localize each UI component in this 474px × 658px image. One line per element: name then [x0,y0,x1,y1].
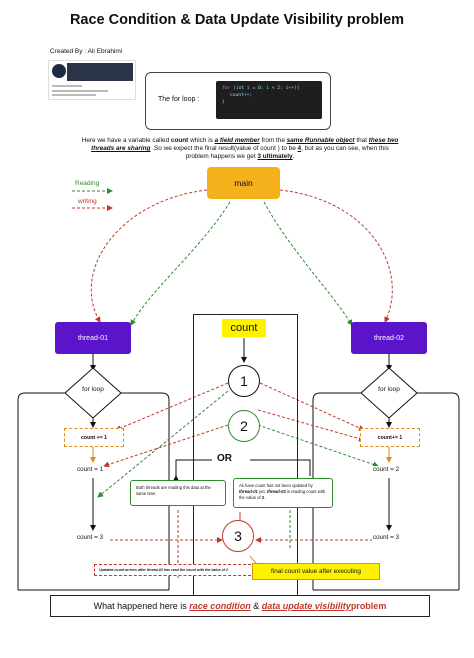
note-text: is reading count with the value of [239,489,326,500]
description-count: count [170,137,189,144]
description-text: that [354,137,369,144]
count-value-3-left: count = 3 [76,534,105,541]
description-text: from the [259,137,287,144]
read-to-thread1-arrow [97,390,229,498]
description-text: . [292,153,295,161]
main-thread-box: main [207,167,280,199]
note-text: As have count has not been updated by [239,483,313,488]
loop1-left-rail [17,392,65,590]
count-increment-2: count+= 1 [360,428,420,447]
thread2-read-arrow [263,201,353,326]
for-loop-2-label: for loop [378,386,400,393]
note-not-updated: As have count has not been updated by th… [233,478,333,508]
step-3-circle: 3 [222,520,254,552]
main-to-thread2-arrow [279,189,393,323]
note-text: . [264,495,266,500]
note-both-reading: Both threads are reading this data at th… [130,480,226,506]
conclusion-race-condition: race condition [189,601,251,611]
code-keyword: for [222,86,231,91]
conclusion-text: & [250,601,262,611]
description-sharing: these two threads are sharing [91,137,399,153]
conclusion-banner: What happened here is race condition & d… [50,595,430,617]
thread-02-box: thread-02 [351,322,427,354]
c2-read-arrow [257,424,379,468]
updated-count-note: Updated count arrives after thread-02 ha… [94,564,256,576]
description-text: which is [188,137,215,144]
decision-diamond-1 [64,367,122,419]
description-text: Here we have a variable called [81,137,171,144]
conclusion-text: problem [350,601,387,611]
author-credit: Created By : Ali Ebrahimi [50,48,123,55]
profile-banner [67,63,133,81]
count-variable-label: count [222,319,266,337]
profile-line [52,94,96,96]
code-line: } [222,100,225,105]
count-increment-1: count += 1 [64,428,124,447]
author-profile-thumbnail [48,60,136,100]
profile-line [52,90,108,92]
c2-write-arrow [257,409,365,442]
description-four: 4 [297,145,302,153]
c2-to-thread1-arrow [103,424,229,468]
description-field-member: a field member [214,137,260,144]
description-text: .So we expect the final result(value of … [150,145,298,153]
code-snippet: for (int i = 0; i < 2; i++){ count++; } [216,81,322,119]
count-value-3-right: count = 3 [372,534,401,541]
legend-reading: Reading [75,180,100,187]
main-to-thread1-arrow [90,189,208,323]
loop2-right-rail [417,392,460,590]
description-runnable: same Runnable object [286,137,355,144]
conclusion-visibility: data update visibility [261,601,351,611]
code-line: (int i = 0; i < 2; i++){ [233,86,300,91]
conclusion-text: What happened here is [93,601,187,611]
diagram-title: Race Condition & Data Update Visibility … [69,12,405,28]
step-1-circle: 1 [228,365,260,397]
step-2-circle: 2 [228,410,260,442]
note-thread1: thread-01 [239,489,258,494]
or-label: OR [214,453,235,464]
for-loop-box: The for loop : for (int i = 0; i < 2; i+… [145,72,331,130]
code-line: count++; [230,93,253,98]
loop1-right-rail [121,392,170,590]
note-value: 2 [261,495,265,500]
decision-diamond-2 [360,367,418,419]
description-three: 3 ultimately [257,153,293,161]
avatar [52,64,66,78]
thread1-read-arrow [130,201,231,326]
note-text: yet, [257,489,267,494]
c1-to-thread1-arrow [115,382,229,431]
description: Here we have a variable called count whi… [80,137,400,162]
for-loop-1-label: for loop [82,386,104,393]
count-value-1: count = 1 [76,466,105,473]
legend-writing: writing [78,198,97,205]
for-loop-label: The for loop : [158,96,200,103]
count-value-2: count = 2 [372,466,401,473]
profile-line [52,85,82,87]
note-thread2: thread-02 [266,489,286,494]
description-text: , but as you can see, when this problem … [185,145,389,161]
thread-01-box: thread-01 [55,322,131,354]
loop2-left-rail [312,392,361,590]
c1-to-thread2-arrow [259,382,365,431]
final-count-note: final count value after executing [252,563,380,580]
